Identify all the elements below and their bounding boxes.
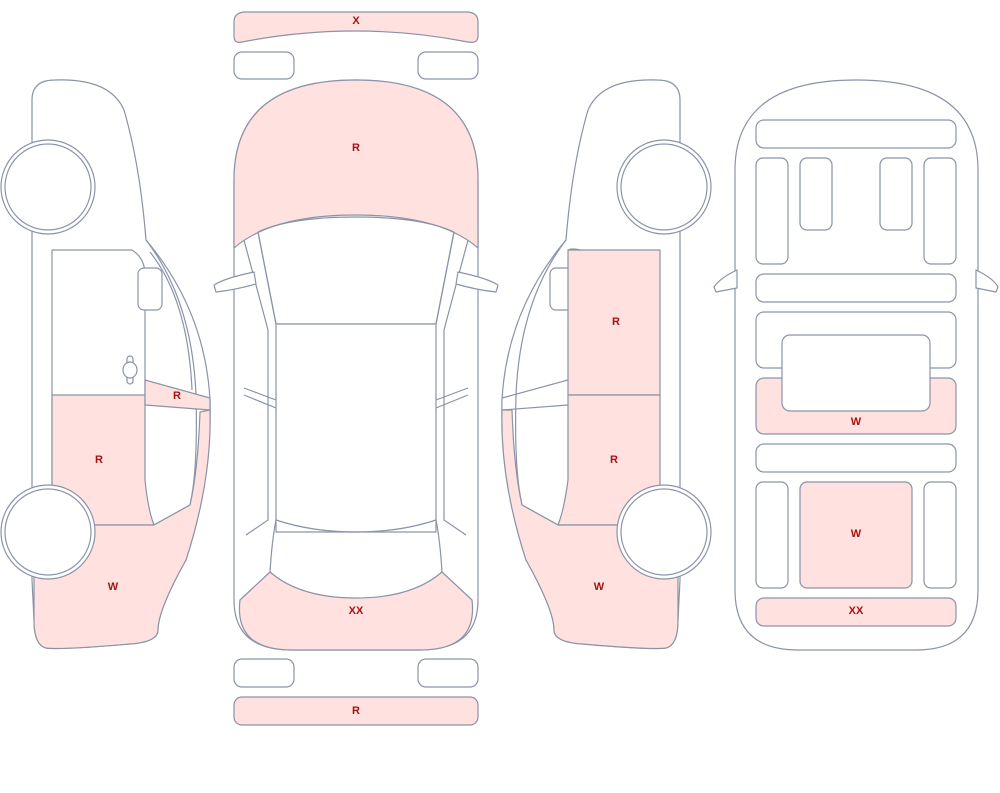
left-rear-wheel-rim: [4, 488, 92, 576]
right-rear-quarter-label: W: [594, 581, 605, 593]
sunroof-panel: [781, 334, 931, 412]
hood-label: R: [352, 142, 360, 154]
dashboard-panel: [755, 119, 957, 149]
left-door-handle-knob: [122, 361, 138, 379]
rear-seat-back: [755, 443, 957, 473]
front-right-seat-outer: [923, 157, 957, 265]
interior-left-mirror: [713, 269, 738, 293]
left-rear-quarter-label: W: [108, 581, 119, 593]
front-left-seat-inner: [799, 157, 833, 231]
right-front-wheel: [616, 139, 712, 235]
right-front-door-zone: [567, 249, 661, 396]
left-top-mirror: [213, 271, 257, 293]
rear-left-seat: [755, 481, 789, 589]
rear-bumper-zone: [233, 696, 479, 726]
windshield-outline: [257, 216, 455, 325]
right-front-door-label: R: [612, 316, 620, 328]
interior-trunk-front-label: W: [851, 416, 862, 428]
right-side-view: R R W: [501, 79, 712, 650]
right-front-door-frame: [567, 248, 581, 251]
hood-zone: [233, 79, 479, 249]
left-b-pillar: [243, 387, 277, 409]
roof-panel: [275, 323, 437, 533]
right-top-mirror: [455, 271, 499, 293]
left-front-window-line: [149, 251, 193, 391]
left-mirror-glass: [137, 267, 163, 311]
rear-bumper-label: R: [352, 705, 360, 717]
trunk-zone: [238, 571, 474, 651]
left-front-wheel: [0, 139, 96, 235]
interior-view: W W XX: [713, 79, 999, 651]
interior-rear-strip-label: XX: [849, 605, 864, 617]
right-rear-wheel: [616, 484, 712, 580]
interior-rear-floor-zone: [799, 481, 913, 589]
right-rear-wheel-rim: [620, 488, 708, 576]
right-b-pillar: [435, 387, 469, 409]
front-bumper-label: X: [352, 15, 360, 27]
front-left-headlight: [233, 51, 295, 80]
rear-left-taillight: [233, 658, 295, 688]
right-rear-quarter-zone: [501, 409, 679, 650]
left-rear-door-label: R: [95, 454, 103, 466]
front-bumper-zone: [233, 11, 479, 43]
left-a-pillar: [243, 231, 277, 536]
rear-right-seat: [923, 481, 957, 589]
rear-right-taillight: [417, 658, 479, 688]
left-rear-wheel: [0, 484, 96, 580]
interior-body-outline: [734, 79, 979, 651]
trunk-label: XX: [349, 605, 364, 617]
front-left-seat-outer: [755, 157, 789, 265]
right-a-pillar: [435, 231, 469, 536]
top-view: X R XX R: [213, 11, 499, 726]
center-console: [755, 273, 957, 303]
left-front-wheel-rim: [4, 143, 92, 231]
left-rear-quarter-zone: [33, 409, 211, 650]
interior-rear-floor-label: W: [851, 528, 862, 540]
front-right-headlight: [417, 51, 479, 80]
left-side-view: R R W: [0, 79, 211, 650]
front-right-seat-inner: [879, 157, 913, 231]
right-rear-door-label: R: [610, 454, 618, 466]
interior-right-mirror: [975, 269, 999, 293]
left-mirror-label: R: [173, 390, 181, 402]
interior-rear-strip-zone: [755, 597, 957, 627]
right-mirror-arm: [501, 379, 569, 411]
right-front-wheel-rim: [620, 143, 708, 231]
